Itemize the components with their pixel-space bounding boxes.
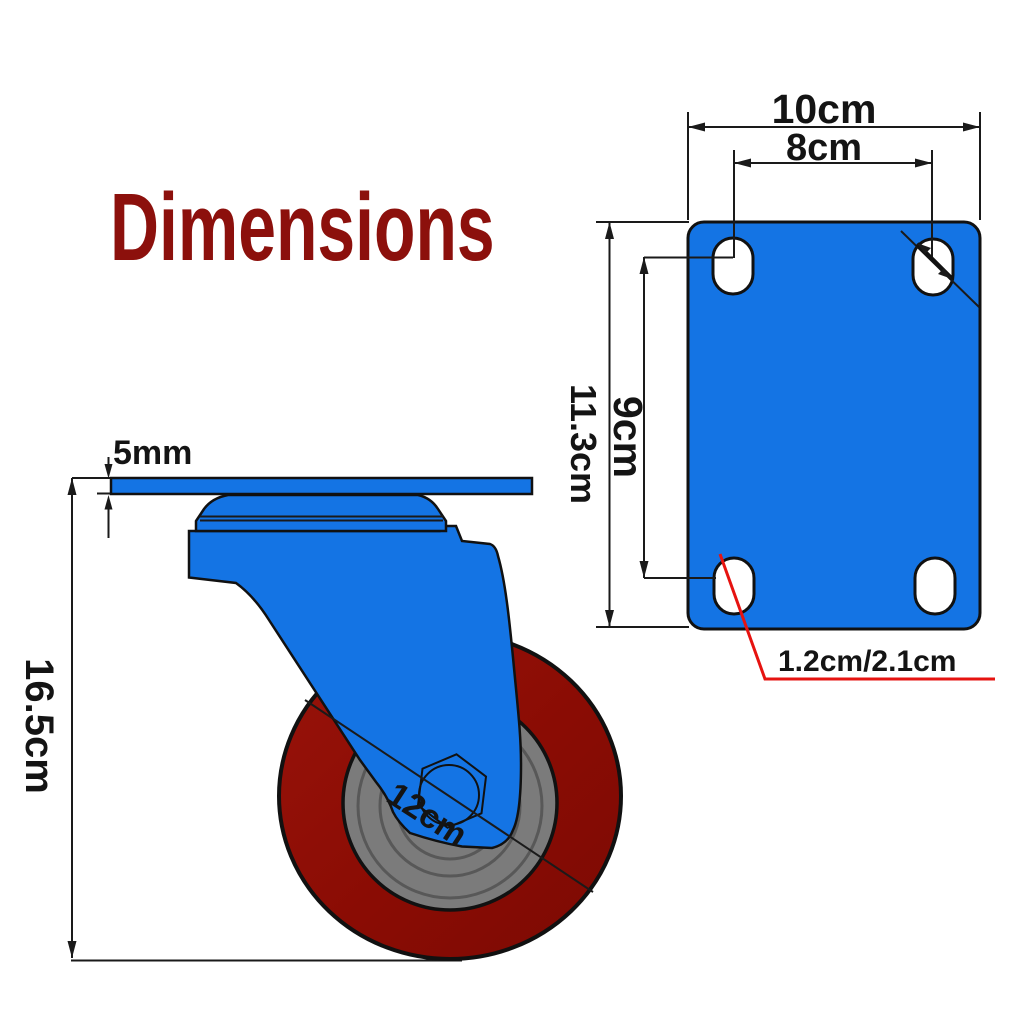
svg-text:16.5cm: 16.5cm [17,658,61,794]
svg-text:Dimensions: Dimensions [110,173,495,280]
svg-text:10cm: 10cm [772,86,877,132]
svg-text:5mm: 5mm [113,434,192,472]
svg-text:8cm: 8cm [786,127,862,169]
svg-text:9cm: 9cm [605,396,651,478]
svg-text:1.2cm/2.1cm: 1.2cm/2.1cm [778,645,956,678]
svg-text:11.3cm: 11.3cm [563,384,604,504]
